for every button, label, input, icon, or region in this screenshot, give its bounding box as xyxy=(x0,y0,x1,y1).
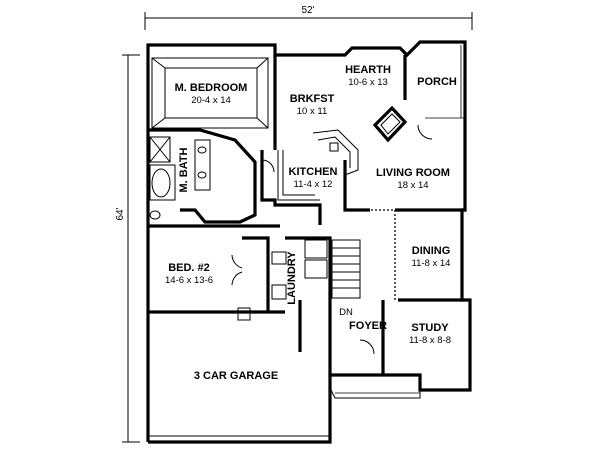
svg-text:FOYER: FOYER xyxy=(349,320,387,332)
svg-text:14-6 x 13-6: 14-6 x 13-6 xyxy=(165,275,213,286)
room-label-m-bedroom: M. BEDROOM 20-4 x 14 xyxy=(175,82,248,106)
svg-text:DINING: DINING xyxy=(412,245,451,257)
bath-fixtures xyxy=(149,136,211,220)
stairs xyxy=(331,239,361,299)
sink-icon xyxy=(271,251,287,265)
front-porch xyxy=(329,387,421,399)
room-label-foyer: FOYER xyxy=(349,320,387,332)
tray-ceiling xyxy=(151,57,269,129)
svg-text:PORCH: PORCH xyxy=(417,76,457,88)
toilet-icon xyxy=(149,210,161,220)
kitchen-fixtures xyxy=(277,129,359,201)
porch-railing xyxy=(425,45,466,119)
svg-text:20-4 x 14: 20-4 x 14 xyxy=(191,95,231,106)
toilet-icon xyxy=(271,284,287,300)
interior-walls xyxy=(148,55,465,375)
width-dimension-label: 52' xyxy=(301,5,314,16)
room-label-living-room: LIVING ROOM 18 x 14 xyxy=(376,167,450,191)
room-label-laundry: LAUNDRY xyxy=(286,251,298,305)
exterior-walls xyxy=(146,40,472,444)
svg-text:LIVING ROOM: LIVING ROOM xyxy=(376,167,450,179)
room-label-study: STUDY 11-8 x 8-8 xyxy=(409,322,451,346)
room-label-bed-2: BED. #2 14-6 x 13-6 xyxy=(165,262,213,286)
fireplace-icon xyxy=(372,105,408,143)
shower-icon xyxy=(149,136,171,163)
svg-text:LAUNDRY: LAUNDRY xyxy=(286,251,298,305)
svg-text:11-8 x 14: 11-8 x 14 xyxy=(412,258,451,269)
laundry-fixtures xyxy=(271,239,328,300)
svg-text:3 CAR GARAGE: 3 CAR GARAGE xyxy=(194,370,278,382)
svg-text:10-6 x 13: 10-6 x 13 xyxy=(348,77,388,88)
svg-text:BED. #2: BED. #2 xyxy=(168,262,210,274)
washer-icon xyxy=(304,239,328,259)
width-dimension-line xyxy=(144,12,473,30)
svg-text:18 x 14: 18 x 14 xyxy=(397,180,428,191)
sink-icon xyxy=(329,142,339,152)
svg-text:STUDY: STUDY xyxy=(411,322,449,334)
sink-icon xyxy=(197,171,207,179)
room-label-brkfst: BRKFST 10 x 11 xyxy=(290,93,335,117)
depth-dimension-label: 64' xyxy=(115,207,126,220)
svg-text:BRKFST: BRKFST xyxy=(290,93,335,105)
room-label-hearth: HEARTH 10-6 x 13 xyxy=(345,64,391,88)
bathtub-icon xyxy=(151,168,171,198)
svg-text:10 x 11: 10 x 11 xyxy=(297,106,327,117)
svg-text:11-4 x 12: 11-4 x 12 xyxy=(294,179,333,190)
dryer-icon xyxy=(304,259,328,279)
room-label-dining: DINING 11-8 x 14 xyxy=(412,245,451,269)
room-label-m-bath: M. BATH xyxy=(178,147,190,192)
room-label-kitchen: KITCHEN 11-4 x 12 xyxy=(289,166,338,190)
svg-text:HEARTH: HEARTH xyxy=(345,64,391,76)
svg-text:KITCHEN: KITCHEN xyxy=(289,166,338,178)
depth-dimension-line xyxy=(122,54,140,443)
svg-text:11-8 x 8-8: 11-8 x 8-8 xyxy=(409,335,451,346)
room-label-porch: PORCH xyxy=(417,76,457,88)
dashed-openings xyxy=(355,209,396,300)
doors xyxy=(231,124,433,355)
svg-text:M. BEDROOM: M. BEDROOM xyxy=(175,82,248,94)
stair-label: DN xyxy=(339,307,353,318)
svg-text:M. BATH: M. BATH xyxy=(178,147,190,192)
sink-icon xyxy=(197,146,207,154)
room-label-garage: 3 CAR GARAGE xyxy=(194,370,278,382)
